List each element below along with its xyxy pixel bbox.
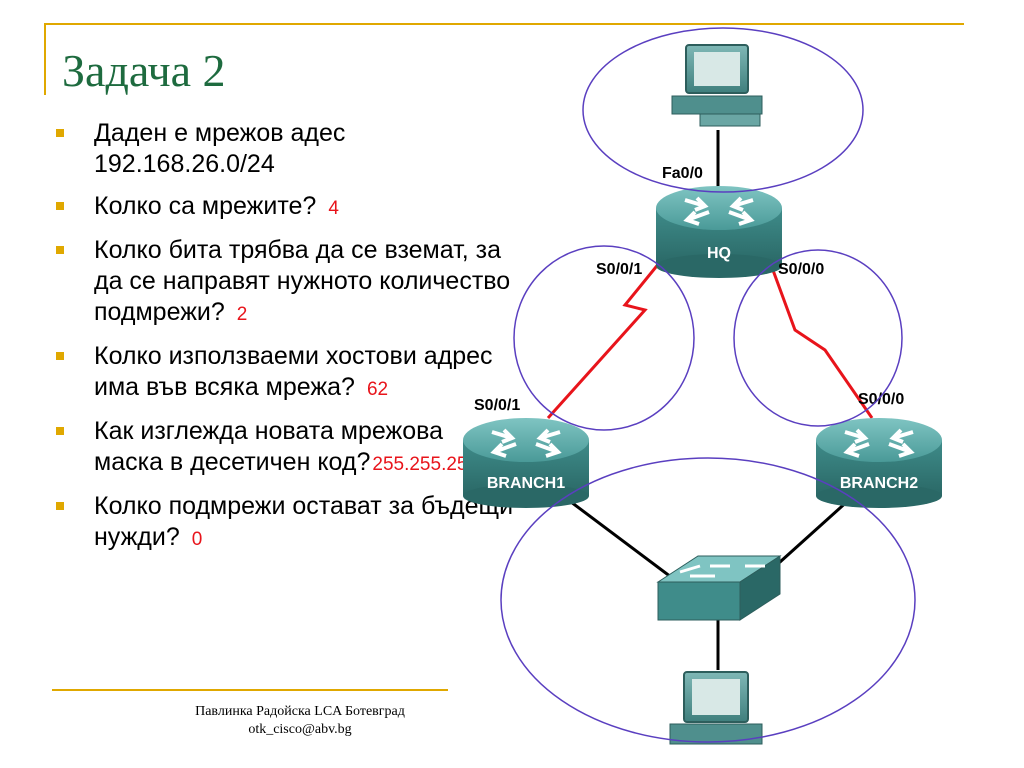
subnet-circle-lan-hq xyxy=(582,27,864,193)
bullet-usable-hosts: Колко използваеми хостови адрес има във … xyxy=(56,341,516,405)
bullet-text: Даден е мрежов адес 192.168.26.0/24 xyxy=(94,119,346,178)
bullet-borrowed-bits: Колко бита трябва да се вземат, за да се… xyxy=(56,235,516,330)
bullet-text: Колко използваеми хостови адрес има във … xyxy=(94,342,493,401)
router-branch2-icon xyxy=(816,418,942,508)
pc-top-icon xyxy=(671,44,763,127)
answer-future-subnets: 0 xyxy=(191,529,203,550)
subnet-circle-wan-branch2 xyxy=(733,249,903,427)
bullet-text: Колко бита трябва да се вземат, за да се… xyxy=(94,236,511,326)
bullet-square-icon xyxy=(56,202,64,210)
bullet-square-icon xyxy=(56,502,64,510)
slide-title: Задача 2 xyxy=(62,45,226,96)
bullet-square-icon xyxy=(56,352,64,360)
footer-rule xyxy=(52,689,448,691)
bullet-list: Даден е мрежов адес 192.168.26.0/24 Колк… xyxy=(56,118,516,566)
answer-network-count: 4 xyxy=(328,198,339,219)
title-top-rule xyxy=(44,23,964,25)
branch2-s000-label: S0/0/0 xyxy=(858,391,904,408)
bullet-square-icon xyxy=(56,129,64,137)
branch1-switch-link xyxy=(554,488,676,582)
hq-branch1-serial-link xyxy=(546,261,662,420)
router-branch1-label: BRANCH1 xyxy=(487,475,565,492)
bullet-square-icon xyxy=(56,246,64,254)
subnet-circle-lan-branches xyxy=(500,457,916,743)
router-hq-icon xyxy=(656,186,782,278)
footer-email: otk_cisco@abv.bg xyxy=(248,722,352,737)
answer-borrowed-bits: 2 xyxy=(236,304,248,325)
bullet-text: Колко са мрежите? xyxy=(94,192,317,220)
hq-s001-label: S0/0/1 xyxy=(596,261,642,278)
router-branch1-icon xyxy=(463,418,589,508)
bullet-text: Как изглежда новата мрежова маска в десе… xyxy=(94,417,444,476)
subnet-circle-wan-branch1 xyxy=(513,245,695,431)
bullet-text: Колко подмрежи остават за бъдещи нужди? xyxy=(94,492,514,551)
bullet-network-address: Даден е мрежов адес 192.168.26.0/24 xyxy=(56,118,516,180)
switch-icon xyxy=(656,555,782,621)
bullet-network-count: Колко са мрежите? 4 xyxy=(56,191,516,224)
pc-bottom-icon xyxy=(669,671,763,745)
router-hq-label: HQ xyxy=(707,245,731,262)
hq-s000-label: S0/0/0 xyxy=(778,261,824,278)
bullet-future-subnets: Колко подмрежи остават за бъдещи нужди?0 xyxy=(56,491,516,555)
answer-usable-hosts: 62 xyxy=(366,379,389,400)
hq-branch2-serial-link xyxy=(768,261,874,419)
hq-fa00-label: Fa0/0 xyxy=(662,165,703,182)
bullet-square-icon xyxy=(56,427,64,435)
branch1-s001-label: S0/0/1 xyxy=(474,397,520,414)
title-side-rule xyxy=(44,23,46,95)
router-branch2-label: BRANCH2 xyxy=(840,475,918,492)
footer: Павлинка Радойска LCA Ботевград otk_cisc… xyxy=(150,703,450,739)
footer-author: Павлинка Радойска LCA Ботевград xyxy=(195,704,405,719)
